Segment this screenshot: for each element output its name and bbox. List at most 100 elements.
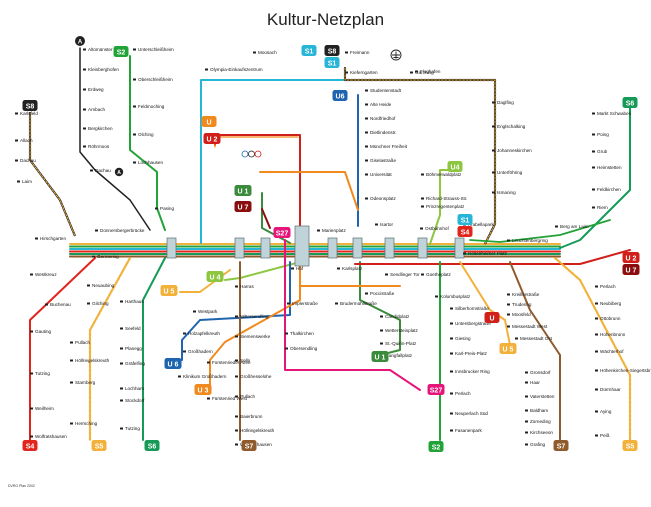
- station-tick: [87, 302, 90, 305]
- station: Ostbahnhof: [420, 226, 449, 231]
- station-tick: [595, 302, 598, 305]
- route-badge-label: S4: [26, 444, 35, 451]
- station-tick: [70, 381, 73, 384]
- station: Seefeld: [120, 326, 141, 331]
- station: Vaterstetten: [525, 394, 555, 399]
- station: Fürstenried West: [207, 396, 248, 401]
- route-badge-label: U 7: [238, 205, 249, 212]
- station: Pullach: [70, 340, 91, 345]
- station-label: Peiß: [600, 433, 610, 438]
- route-badge-label: U4: [451, 165, 460, 172]
- station: Unterschleißheim: [133, 47, 174, 52]
- station-tick: [83, 88, 86, 91]
- station-label: Kreillerstraße: [512, 292, 540, 297]
- station: Westkreuz: [30, 272, 57, 277]
- station: Baldham: [525, 408, 548, 413]
- route-badge-label: U 3: [198, 388, 209, 395]
- station-tick: [120, 399, 123, 402]
- route-badge-label: S7: [557, 444, 566, 451]
- route-badge: S4: [22, 440, 38, 451]
- route-badge-label: S1: [328, 61, 337, 68]
- route-badge-label: U 1: [375, 355, 386, 362]
- station-tick: [492, 101, 495, 104]
- station-label: Olching: [138, 132, 154, 137]
- station-label: Freimann: [350, 50, 370, 55]
- station: Wächterhof: [595, 349, 624, 354]
- station: Dürrnhaar: [595, 387, 621, 392]
- route-badge: S8: [22, 100, 38, 111]
- route-badge: S1: [324, 57, 340, 68]
- route-badge: S5: [622, 440, 638, 451]
- route-badge: S2: [428, 441, 444, 452]
- station-label: Poing: [597, 132, 609, 137]
- route-badge-label: U: [489, 316, 494, 323]
- station-tick: [120, 300, 123, 303]
- station-tick: [133, 133, 136, 136]
- station: Erdweg: [83, 87, 104, 92]
- interchange-boxes: [166, 225, 465, 267]
- station-tick: [178, 375, 181, 378]
- station: Kleinberghofen: [83, 67, 119, 72]
- route-badge: U 2: [622, 252, 640, 263]
- route-badge-label: S5: [626, 444, 635, 451]
- station-tick: [365, 117, 368, 120]
- station-label: Harras: [240, 284, 254, 289]
- station-label: Gronsdorf: [530, 370, 551, 375]
- route-badge: U 1: [371, 351, 389, 362]
- station-tick: [15, 112, 18, 115]
- station-tick: [592, 206, 595, 209]
- station-label: Pasing: [160, 206, 174, 211]
- station-tick: [235, 429, 238, 432]
- station: Untersbergstraße: [450, 321, 491, 326]
- route-badge-bg: [622, 97, 638, 108]
- line-s8-west: [28, 111, 77, 238]
- station-label: Implerstraße: [292, 301, 318, 306]
- station-label: Dachau: [95, 168, 111, 173]
- station-label: Richard-Strauss-Str.: [426, 196, 467, 201]
- station-label: Markt Schwaben: [597, 111, 632, 116]
- station-tick: [133, 105, 136, 108]
- station-label: Giesing: [455, 336, 471, 341]
- station-label: Germering: [97, 254, 119, 259]
- station: Buchenau: [45, 302, 71, 307]
- station: Bergkirchen: [83, 126, 113, 131]
- station: Feldmoching: [133, 104, 165, 109]
- station: Tutzing: [120, 426, 140, 431]
- route-badge: S8: [324, 45, 340, 56]
- station: Arnbach: [83, 107, 106, 112]
- station: Flughafen: [415, 69, 441, 74]
- line-s2-north: [129, 55, 166, 231]
- route-badge-bg: [22, 440, 38, 451]
- station: Berg am Laim: [555, 224, 589, 229]
- station-tick: [365, 173, 368, 176]
- route-badge-bg: [113, 46, 129, 57]
- route-badge: U 3: [194, 384, 212, 395]
- route-badge-bg: [622, 252, 640, 263]
- station-tick: [70, 422, 73, 425]
- station-label: Röhrmoos: [88, 144, 110, 149]
- route-badge-bg: [241, 440, 257, 451]
- station-tick: [365, 89, 368, 92]
- station: Obersendling: [285, 346, 318, 351]
- airport-icon: [390, 49, 402, 61]
- line-s5-east: [553, 256, 632, 442]
- route-badge-label: S1: [305, 49, 314, 56]
- station-tick: [525, 381, 528, 384]
- route-badge: U 7: [234, 201, 252, 212]
- station-label: Pullach: [240, 394, 256, 399]
- station-tick: [83, 68, 86, 71]
- station-tick: [415, 70, 418, 73]
- route-badge-bg: [234, 185, 252, 196]
- route-badge: S7: [241, 440, 257, 451]
- station: Gilching: [87, 301, 109, 306]
- route-badge: U 4: [206, 271, 224, 282]
- station-label: Solln: [240, 358, 251, 363]
- route-badge-bg: [194, 384, 212, 395]
- station-label: Tutzing: [125, 426, 140, 431]
- station-tick: [592, 112, 595, 115]
- station: Ismaning: [492, 190, 516, 195]
- station-label: Baldham: [530, 408, 548, 413]
- station-tick: [492, 149, 495, 152]
